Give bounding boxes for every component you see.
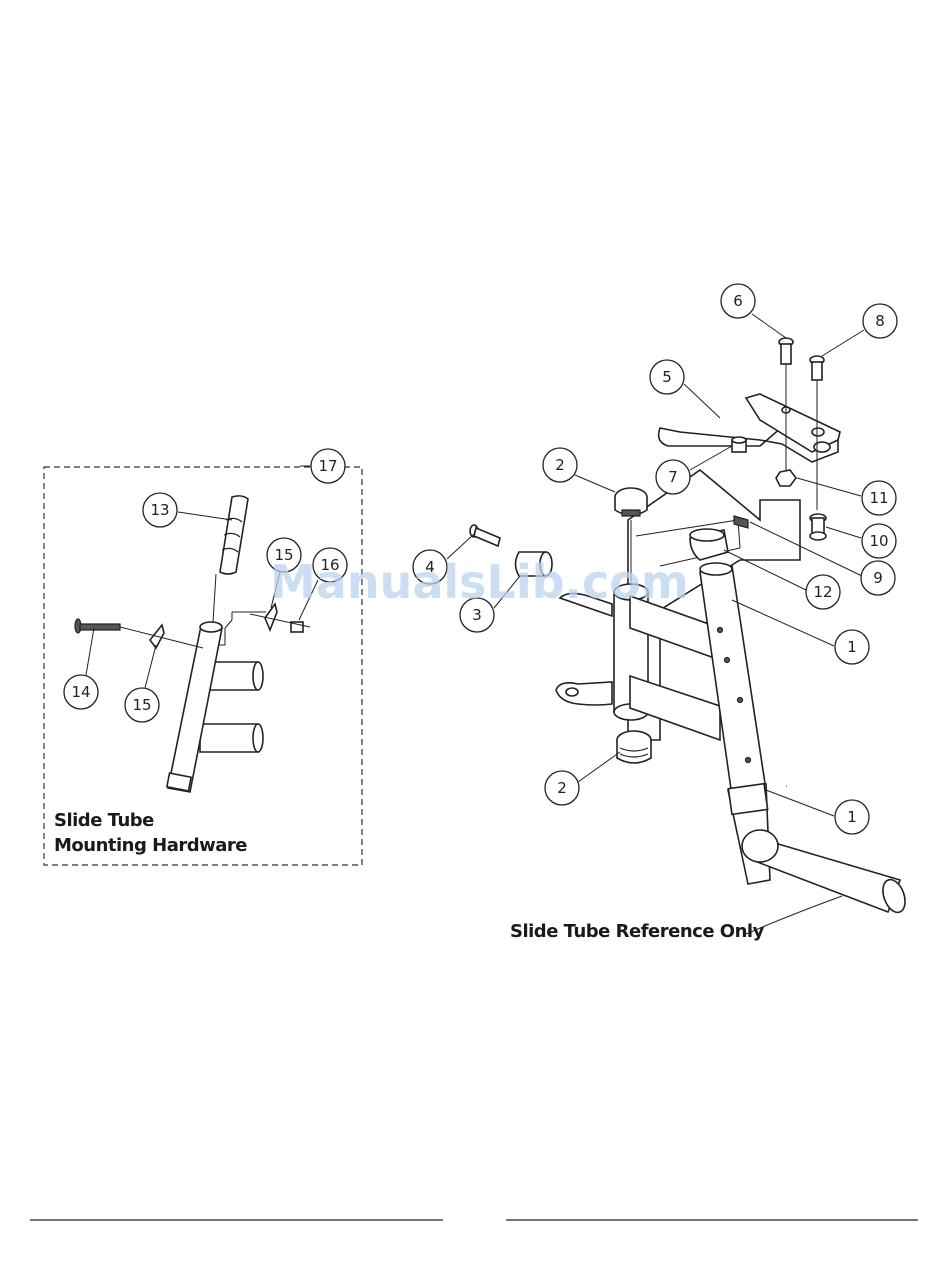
callout-1: 1 xyxy=(835,630,869,664)
callout-13: 13 xyxy=(143,493,177,527)
callout-10: 10 xyxy=(862,524,896,558)
callout-9: 9 xyxy=(861,561,895,595)
callout-1: 1 xyxy=(835,800,869,834)
callout-15: 15 xyxy=(125,688,159,722)
callout-number: 11 xyxy=(869,489,888,507)
callout-2: 2 xyxy=(543,448,577,482)
inset-caption-line2: Mounting Hardware xyxy=(54,835,247,856)
callout-8: 8 xyxy=(863,304,897,338)
callout-number: 2 xyxy=(557,779,567,797)
callout-number: 8 xyxy=(875,312,885,330)
callout-number: 5 xyxy=(662,368,672,386)
callout-number: 6 xyxy=(733,292,743,310)
callout-12: 12 xyxy=(806,575,840,609)
callout-number: 13 xyxy=(150,501,169,519)
callout-number: 12 xyxy=(813,583,832,601)
callout-7: 7 xyxy=(656,460,690,494)
callout-5: 5 xyxy=(650,360,684,394)
callout-number: 1 xyxy=(847,638,857,656)
inset-mounting-hardware: Slide Tube Mounting Hardware xyxy=(44,466,362,865)
callout-14: 14 xyxy=(64,675,98,709)
callout-number: 9 xyxy=(873,569,883,587)
callout-number: 14 xyxy=(71,683,90,701)
callout-number: 17 xyxy=(318,457,337,475)
callout-11: 11 xyxy=(862,481,896,515)
callout-2: 2 xyxy=(545,771,579,805)
callout-number: 7 xyxy=(668,468,678,486)
callout-17: 17 xyxy=(311,449,345,483)
callout-6: 6 xyxy=(721,284,755,318)
callout-number: 10 xyxy=(869,532,888,550)
watermark-text: ManualsLib.com xyxy=(270,555,689,609)
main-assembly: Slide Tube Reference Only xyxy=(447,314,909,942)
callout-number: 2 xyxy=(555,456,565,474)
inset-caption-line1: Slide Tube xyxy=(54,810,154,831)
callout-number: 1 xyxy=(847,808,857,826)
reference-caption: Slide Tube Reference Only xyxy=(510,921,765,942)
callout-number: 15 xyxy=(132,696,151,714)
